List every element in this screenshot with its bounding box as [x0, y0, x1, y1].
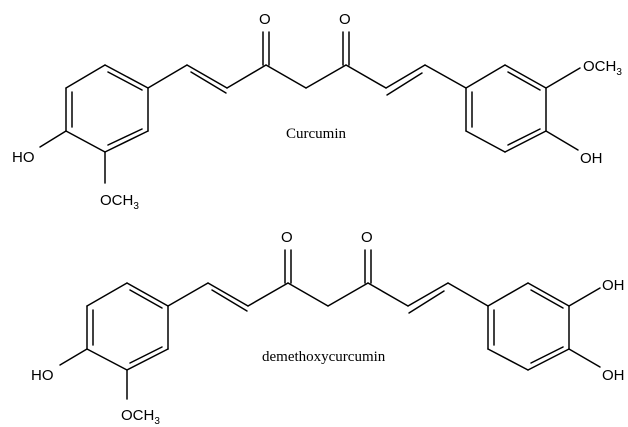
demethoxycurcumin-right-hydroxyl-top-label: OH: [602, 277, 625, 294]
curcumin-chain: [147, 31, 467, 96]
curcumin-left-ring: [65, 64, 149, 153]
demethoxycurcumin-right-oh-top-bond: [568, 287, 601, 307]
demethoxycurcumin-right-oh-bottom-bond: [568, 348, 601, 368]
demethoxycurcumin-right-ring: [487, 282, 570, 371]
curcumin-left-methoxy-label: OCH3: [100, 192, 139, 212]
demethoxycurcumin-left-methoxy-label: OCH3: [121, 407, 160, 427]
demethoxycurcumin-structure: O O HO OCH3 OH OH demethoxycurcumin: [31, 229, 625, 427]
curcumin-left-oh-bond: [39, 130, 67, 148]
demethoxycurcumin-left-oh-bond: [59, 348, 88, 366]
demethoxycurcumin-left-ring: [86, 282, 169, 371]
curcumin-structure: O O HO OCH3 OCH3 OH Curcumin: [12, 11, 622, 212]
demethoxycurcumin-right-hydroxyl-bottom-label: OH: [602, 367, 625, 384]
curcumin-carbonyl-o-right: O: [339, 11, 351, 28]
curcumin-right-ring: [465, 64, 547, 153]
curcumin-right-oh-bond: [545, 130, 579, 151]
demethoxycurcumin-chain: [167, 249, 489, 314]
curcumin-name-label: Curcumin: [286, 126, 346, 142]
demethoxycurcumin-left-hydroxyl-label: HO: [31, 367, 54, 384]
curcumin-left-hydroxyl-label: HO: [12, 149, 35, 166]
demethoxycurcumin-name-label: demethoxycurcumin: [262, 349, 386, 365]
demethoxycurcumin-carbonyl-o-left: O: [281, 229, 293, 246]
demethoxycurcumin-carbonyl-o-right: O: [361, 229, 373, 246]
curcumin-right-methoxy-label: OCH3: [583, 58, 622, 78]
curcumin-carbonyl-o-left: O: [259, 11, 271, 28]
curcumin-right-hydroxyl-label: OH: [580, 150, 603, 167]
curcumin-right-ome-bond: [545, 67, 581, 89]
